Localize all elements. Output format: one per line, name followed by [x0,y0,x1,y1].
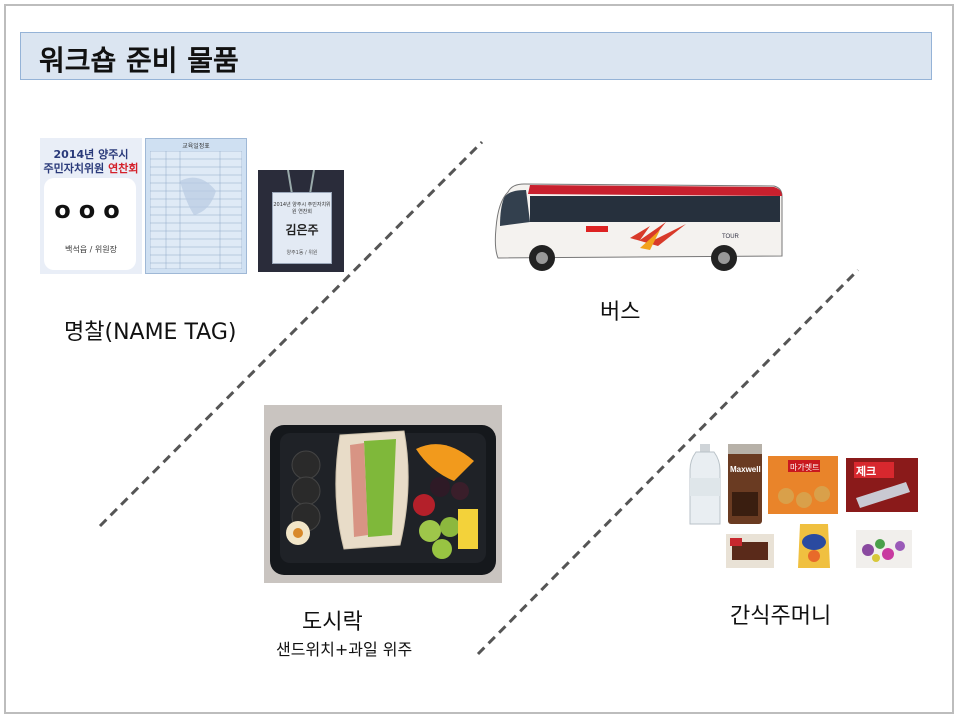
bus-caption: 버스 [600,300,641,325]
schedule-card: 교육일정표 [145,138,247,274]
badge-photo: 2014년 양주시 주민자치위원 연찬회 김은주 양주1동 / 위원 [258,170,344,272]
name-tag-subheader-red: 연찬회 [108,162,139,175]
lunch-caption: 도시락 [302,610,363,635]
name-tag-subheader-text: 주민자치위원 [43,162,109,175]
name-tag-header: 2014년 양주시 [53,148,129,161]
title-bar: 워크숍 준비 물품 [20,32,932,80]
choco-pie-image [726,534,774,568]
lunch-subcaption: 샌드위치+과일 위주 [276,640,413,659]
margaret-box-image: 마가렛트 [768,456,838,514]
name-tag-subheader: 주민자치위원 연찬회 [40,160,142,176]
jeck-snack-image: 제크 [846,458,918,512]
badge-role: 양주1동 / 위원 [286,250,318,256]
snack-caption: 간식주머니 [730,604,832,629]
schedule-grid [150,151,242,269]
separator-line-2 [476,268,860,656]
slide [4,4,954,714]
name-tag-name: ooo [54,196,128,224]
name-tag-caption: 명찰(NAME TAG) [64,320,237,345]
name-tag-inner [44,178,136,270]
badge-header: 2014년 양주시 주민자치위원 연찬회 [273,202,331,215]
lunch-box-image [264,405,502,583]
margaret-label: 마가렛트 [790,462,819,472]
slide-title: 워크숍 준비 물품 [39,44,239,77]
lanyard [287,170,315,195]
bus-side-text: TOUR [722,234,740,240]
separator-line-1 [98,140,484,528]
badge-name: 김은주 [285,223,319,237]
candy-bag-image [798,524,830,568]
lunch-box-drawing [270,425,496,575]
bus-image: TOUR [494,183,783,271]
maxwell-label: Maxwell [730,465,761,474]
name-tag-role: 백석읍 / 위원장 [65,245,117,254]
name-tag-card: 2014년 양주시 주민자치위원 연찬회 ooo 백석읍 / 위원장 [40,138,142,274]
badge: 2014년 양주시 주민자치위원 연찬회 김은주 양주1동 / 위원 [272,192,332,264]
jeck-label: 제크 [856,464,876,478]
water-bottle-image [689,444,721,525]
schedule-header: 교육일정표 [182,143,210,150]
candies-image [856,530,912,568]
maxwell-can-image: Maxwell [728,444,762,524]
